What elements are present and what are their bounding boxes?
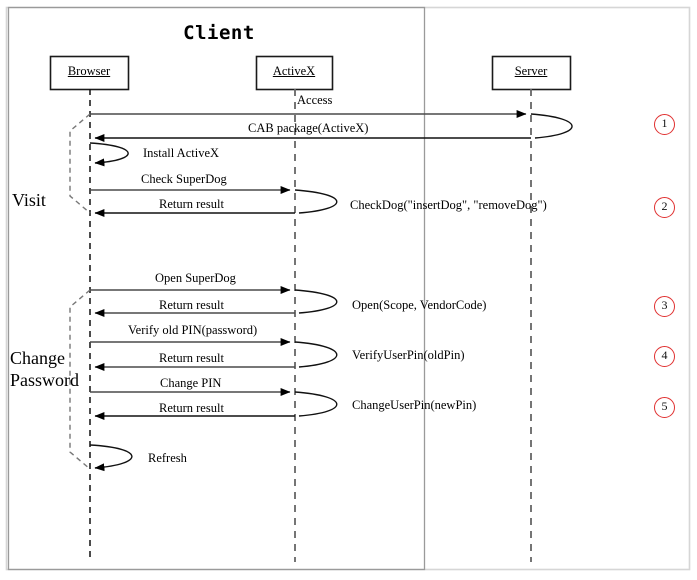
outer-border	[5, 6, 691, 571]
message-label-open-superdog: Open SuperDog	[155, 271, 236, 285]
message-label-access: Access	[297, 93, 333, 107]
api-annotation-open: Open(Scope, VendorCode)	[352, 298, 487, 312]
client-frame	[7, 6, 426, 571]
api-annotation-checkdog: CheckDog("insertDog", "removeDog")	[350, 198, 547, 212]
message-label-check-superdog: Check SuperDog	[141, 172, 227, 186]
message-label-return-result-1: Return result	[159, 197, 224, 211]
message-label-verify-old-pin: Verify old PIN(password)	[128, 323, 258, 337]
api-annotation-changeuserpin: ChangeUserPin(newPin)	[352, 398, 477, 412]
phase-label-visit: Visit	[12, 190, 46, 210]
phase-label-change-password-line1: Change	[10, 348, 65, 368]
participant-label-activex: ActiveX	[272, 64, 316, 78]
message-label-return-result-3: Return result	[159, 351, 224, 365]
message-label-return-result-4: Return result	[159, 401, 224, 415]
participant-box-browser[interactable]	[49, 55, 130, 91]
phase-bracket-visit	[69, 113, 91, 214]
activex-activation-curve-2	[294, 289, 338, 314]
step-number-3: 3	[654, 296, 675, 317]
activex-activation-curve-4	[294, 391, 338, 417]
message-label-cab-package: CAB package(ActiveX)	[248, 121, 369, 135]
self-loop-refresh[interactable]	[89, 444, 133, 472]
message-label-refresh: Refresh	[148, 451, 187, 465]
step-number-2: 2	[654, 197, 675, 218]
server-activation-curve-1	[530, 113, 573, 139]
phase-label-change-password-line2: Password	[10, 370, 80, 390]
frame-title: Client	[183, 22, 255, 44]
participant-label-server: Server	[514, 64, 548, 78]
message-label-install-activex: Install ActiveX	[143, 146, 220, 160]
message-label-return-result-2: Return result	[159, 298, 224, 312]
activex-activation-curve-1	[294, 189, 338, 214]
activex-activation-curve-3	[294, 341, 338, 368]
phase-bracket-change-password	[69, 289, 91, 470]
step-number-5: 5	[654, 397, 675, 418]
participant-label-browser: Browser	[67, 64, 111, 78]
message-label-change-pin: Change PIN	[160, 376, 222, 390]
step-number-4: 4	[654, 346, 675, 367]
self-loop-install-activex[interactable]	[89, 142, 129, 167]
api-annotation-verifyuserpin: VerifyUserPin(oldPin)	[352, 348, 465, 362]
step-number-1: 1	[654, 114, 675, 135]
